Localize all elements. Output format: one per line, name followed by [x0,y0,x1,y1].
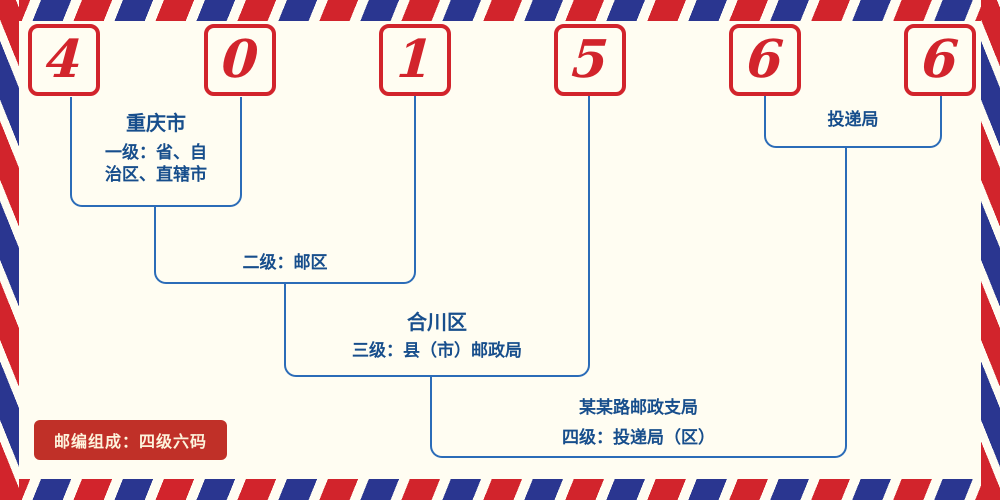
digit-3: 1 [394,29,436,90]
level3-description: 三级：县（市）邮政局 [352,341,522,361]
airmail-border-bottom [0,479,1000,500]
digit-4: 5 [569,29,611,90]
level4-bracket [430,377,847,458]
level1-city-name: 重庆市 [126,111,186,135]
level3-district-name: 合川区 [407,310,467,334]
postal-composition-badge: 邮编组成：四级六码 [34,420,228,460]
airmail-border-left [0,0,19,500]
digit-box-6: 6 [904,24,976,96]
digit-2: 0 [219,29,261,90]
digit-box-1: 4 [28,24,100,96]
digit-box-5: 6 [729,24,801,96]
level3-connector-line [588,96,590,286]
digit-6: 6 [919,29,961,90]
level2-connector-line [414,96,416,209]
digit-5: 6 [744,29,786,90]
level1-description: 一级：省、自治区、直辖市 [105,143,207,186]
level4-connector-line [845,146,847,379]
level2-bracket [154,207,416,284]
level2-description: 二级：邮区 [242,253,328,273]
level4-description: 四级：投递局（区） [562,428,715,448]
delivery-office-bracket: 投递局 [764,96,942,148]
digit-1: 4 [43,29,85,90]
level4-branch-name: 某某路邮政支局 [579,398,698,418]
level1-bracket: 重庆市 一级：省、自治区、直辖市 [70,97,242,207]
digit-box-2: 0 [204,24,276,96]
digit-box-3: 1 [379,24,451,96]
delivery-office-label: 投递局 [827,110,879,130]
airmail-border-top [0,0,1000,21]
airmail-border-right [981,0,1000,500]
level3-bracket [284,284,590,377]
digit-box-4: 5 [554,24,626,96]
